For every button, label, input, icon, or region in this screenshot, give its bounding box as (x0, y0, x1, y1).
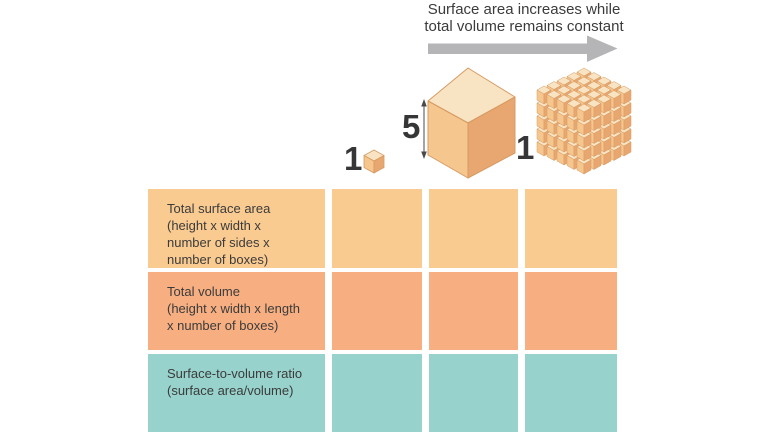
answer-cell-r2-c3 (525, 272, 617, 350)
cube-cluster-icon (536, 67, 632, 175)
answer-cell-r2-c2 (429, 272, 518, 350)
large-cube-dimension-label: 5 (402, 108, 421, 145)
small-cube-icon (363, 149, 385, 174)
answer-cell-r3-c3 (525, 354, 617, 432)
worksheet-table: Total surface area (height x width x num… (148, 189, 617, 432)
answer-cell-r3-c2 (429, 354, 518, 432)
large-cube-icon (421, 67, 516, 179)
answer-cell-r1-c2 (429, 189, 518, 268)
answer-cell-r2-c1 (332, 272, 422, 350)
answer-cell-r1-c3 (525, 189, 617, 268)
right-arrow-icon (428, 35, 618, 62)
small-cube-dimension-label: 1 (344, 140, 363, 177)
row-label-surface-to-volume-ratio: Surface-to-volume ratio (surface area/vo… (148, 354, 325, 432)
row-label-total-surface-area: Total surface area (height x width x num… (148, 189, 325, 268)
cube-cluster-dimension-label: 1 (516, 129, 535, 166)
answer-cell-r3-c1 (332, 354, 422, 432)
answer-cell-r1-c1 (332, 189, 422, 268)
row-label-total-volume: Total volume (height x width x length x … (148, 272, 325, 350)
caption-text: Surface area increases while total volum… (424, 1, 624, 35)
